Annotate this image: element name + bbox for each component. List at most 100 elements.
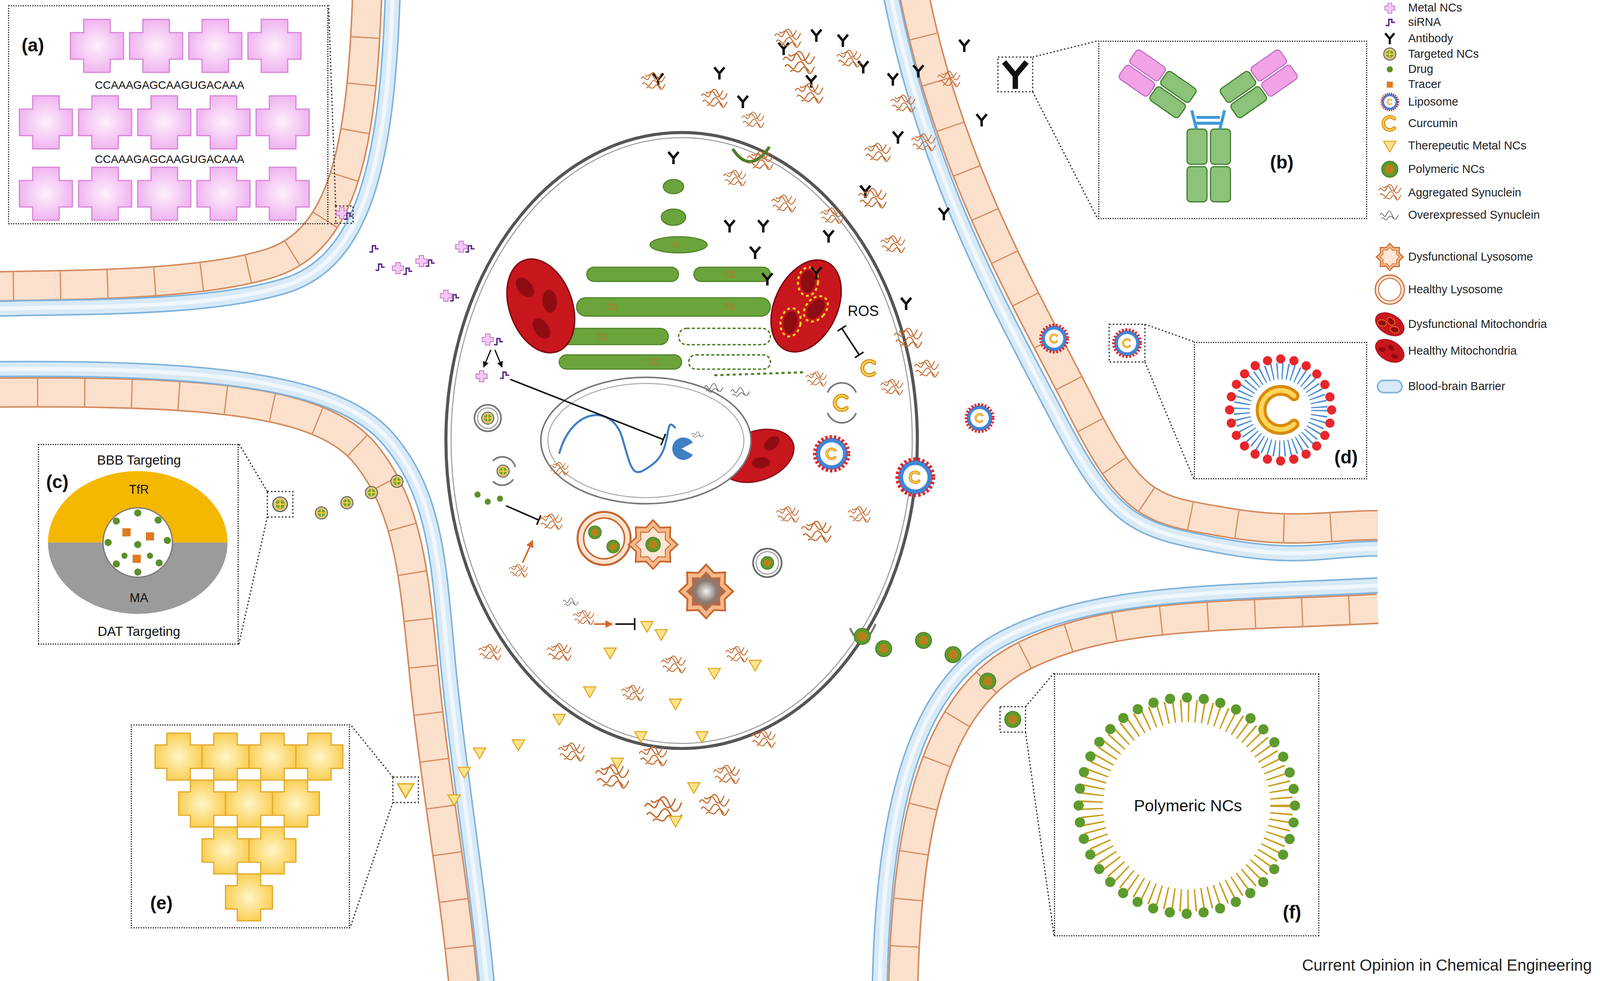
endosomes [474,404,563,578]
legend-text: Dysfunctional Lysosome [1408,250,1534,264]
rect-shape [122,528,131,537]
syn-symbol [751,730,776,748]
osyn-symbol [691,431,704,438]
path-shape [1191,110,1225,130]
v2o-symbol [0,392,465,981]
pc-symbol [475,370,488,382]
pc-symbol [482,334,494,346]
lyH-symbol [577,512,631,566]
circle-shape [756,552,779,575]
si-symbol [450,294,460,301]
circle-shape [497,495,504,502]
legend-item: siRNA [1408,15,1441,29]
circle-shape [134,568,142,576]
syn-symbol [806,371,827,387]
tri-symbol [448,795,461,806]
path-shape [495,349,503,368]
lp-symbol [1113,329,1141,357]
syn-symbol [550,462,569,476]
crossBig-symbol [196,96,250,150]
rect-shape [1210,129,1231,165]
ab-symbol [858,61,869,74]
si-symbol [499,372,510,379]
ab-symbol [758,220,769,233]
ab-symbol [892,131,904,144]
syn-symbol [911,133,936,151]
g-shape [1376,243,1404,271]
syn-symbol [713,765,740,785]
crossBig-symbol [249,827,297,875]
legend-text: Tracer [1408,78,1442,91]
v1b-symbol [0,0,394,309]
tri-symbol [512,740,525,751]
sequence-text: CCAAAGAGCAAGUGACAAA [94,79,245,92]
syn-symbol [837,50,861,67]
tri-symbol [552,714,566,726]
panel-letter: (a) [21,35,44,56]
rect-shape [132,554,141,563]
crossBig-symbol [129,19,183,73]
path-shape [714,372,806,376]
aggregated-synuclein [478,29,960,824]
rect-shape [1128,48,1167,83]
ab-symbol [737,96,749,109]
rect-shape [998,57,1033,92]
tri-symbol [1383,141,1396,152]
ligand-label: MA [129,591,149,605]
circle-shape [1241,371,1320,450]
ab-symbol [668,151,679,165]
syn-symbol [621,685,644,702]
rect-shape [1109,324,1146,363]
si-symbol [493,338,504,345]
syn-symbol [595,764,629,789]
ellipse-shape [663,179,684,194]
ellipse-shape [661,209,686,226]
path-shape [559,415,676,473]
ab-symbol [811,267,822,280]
rect-shape [1159,70,1198,104]
syn-symbol [858,188,887,209]
journal-credit: Current Opinion in Chemical Engineering [1301,956,1592,975]
antibodies [652,29,987,311]
circle-shape [112,517,120,525]
path-shape [837,325,864,358]
syn-symbol [848,507,871,523]
tri-symbol [687,782,700,794]
syn-symbol [894,328,922,348]
syn-symbol [880,379,903,396]
osyn-symbol [563,598,579,606]
path-shape [483,349,491,368]
pn-symbol [915,632,932,649]
legend-item: Liposome [1408,95,1459,109]
star-symbol [635,526,671,563]
g-shape [104,509,171,576]
crossBig-symbol [225,780,273,828]
cur-symbol [1383,116,1395,130]
tri-symbol [397,784,414,799]
crossBig-symbol [137,167,191,221]
legend-samples [1371,3,1409,394]
panel-f-polymeric-nc [1078,697,1296,915]
g-shape [679,564,734,619]
legend-text: Drug [1408,62,1434,76]
ellipse-shape [548,383,745,498]
pc-symbol [440,290,452,302]
syn-symbol [747,151,774,170]
panel-d-liposome [1229,359,1332,462]
pn-symbol [645,537,661,553]
osyn-symbol [731,387,750,397]
pc-symbol [392,262,404,274]
syn-symbol [880,235,905,253]
si-symbol [375,264,385,271]
ligand-half: TfR [120,480,158,500]
v1o-symbol [0,0,368,287]
path-shape [827,383,857,423]
v4b-symbol [879,585,1378,981]
ab-symbol [823,230,834,243]
circle-shape [154,516,162,524]
targeted-ncs [315,475,403,520]
panel-letter: (f) [1282,902,1302,923]
legend-item: Dysfunctional Mitochondria [1408,318,1547,331]
syn-symbol [640,72,665,90]
legend-text: Healthy Mitochondria [1408,344,1517,358]
